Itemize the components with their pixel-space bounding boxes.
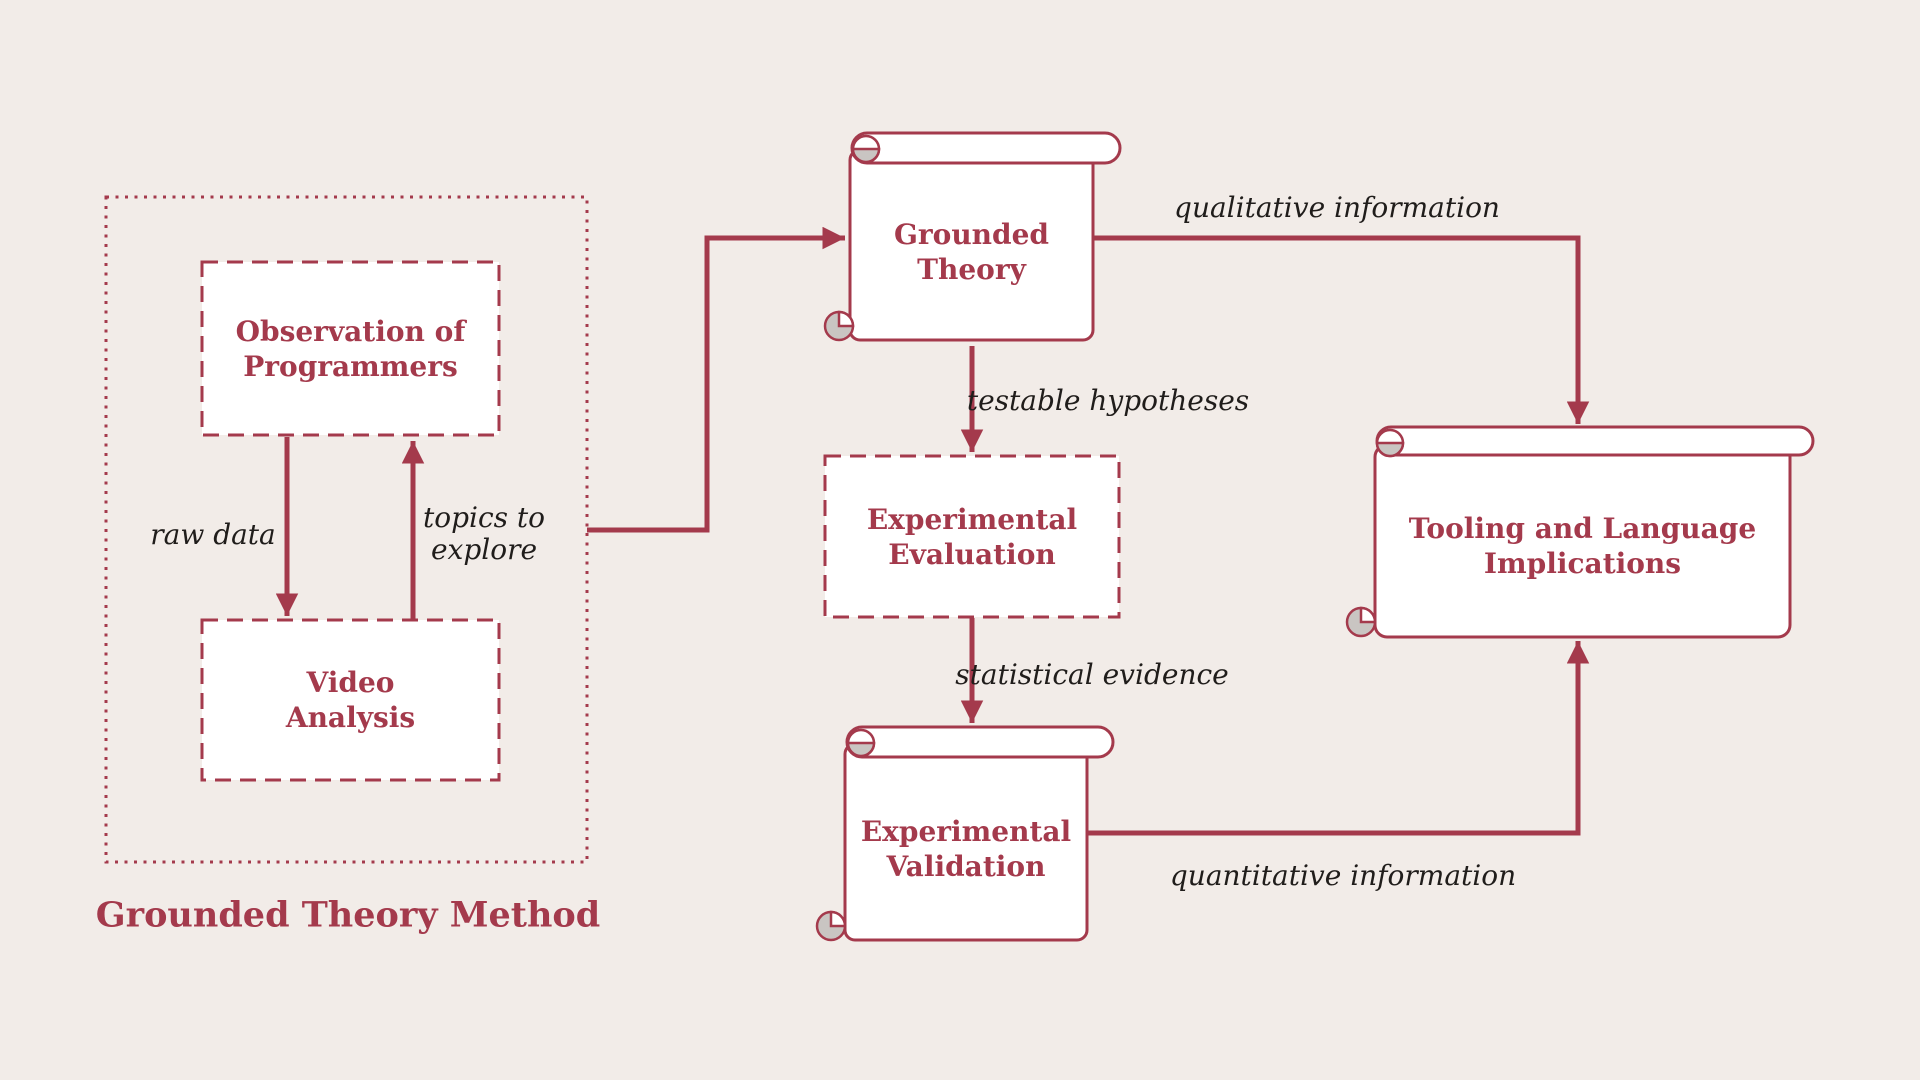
node-video-analysis: Video Analysis (285, 666, 416, 734)
experimental-evaluation-box (823, 454, 1121, 619)
edge-label-quantitative-information: quantitative information (1169, 858, 1517, 892)
video-analysis-box (200, 618, 501, 782)
edge-label-statistical-evidence: statistical evidence (955, 657, 1229, 691)
experimental-validation-scroll (815, 725, 1115, 942)
grounded-theory-method-caption: Grounded Theory Method (95, 894, 601, 936)
arrow-qualitative-information (1093, 235, 1590, 424)
grounded-theory-method-frame (104, 195, 589, 864)
arrow-quantitative-information (1087, 641, 1590, 836)
node-grounded-theory: Grounded Theory (893, 217, 1050, 286)
edge-label-raw-data: raw data (150, 517, 276, 551)
connectors (275, 226, 1590, 836)
node-experimental-validation: Experimental Validation (860, 814, 1072, 883)
node-observation-of-programmers: Observation of Programmers (235, 314, 466, 383)
edge-label-topics-to-explore: topics to explore (422, 500, 546, 566)
edge-label-testable-hypotheses: testable hypotheses (966, 383, 1250, 417)
node-experimental-evaluation: Experimental Evaluation (866, 502, 1078, 571)
edge-label-qualitative-information: qualitative information (1174, 190, 1500, 224)
node-tooling-language-implications: Tooling and Language Implications (1408, 512, 1757, 580)
observation-of-programmers-box (200, 260, 501, 437)
tooling-implications-scroll (1345, 425, 1815, 639)
grounded-theory-scroll (823, 131, 1122, 342)
arrow-method-to-grounded-theory (587, 226, 845, 533)
